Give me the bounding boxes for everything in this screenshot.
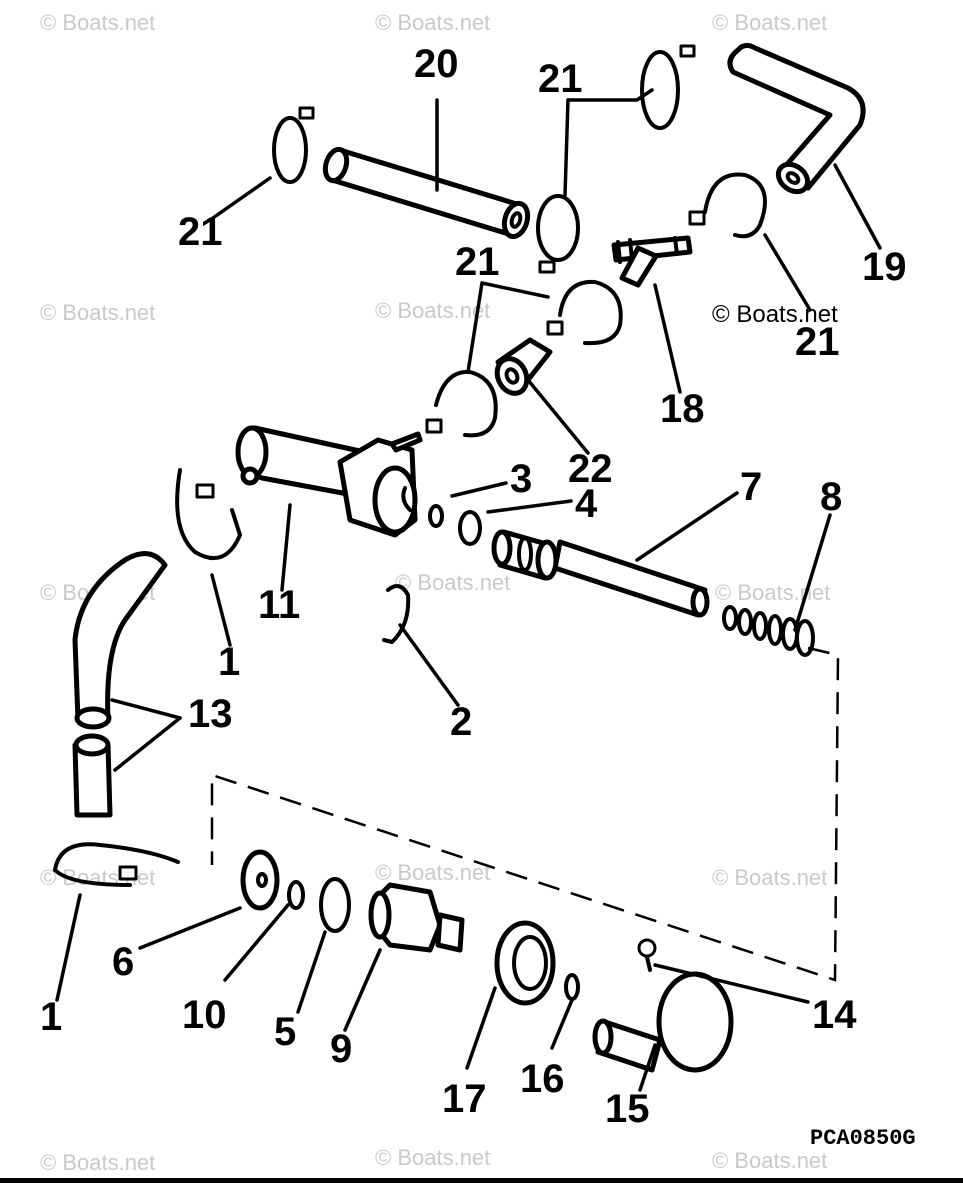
bottom-rule	[0, 1178, 963, 1183]
callout-1: 1	[40, 995, 62, 1039]
callout-13: 13	[188, 692, 233, 736]
callout-2: 2	[450, 700, 472, 744]
callout-4: 4	[575, 482, 598, 526]
assembly-dashed-line	[210, 646, 840, 982]
part-2-retaining-ring	[382, 584, 411, 644]
callout-8: 8	[820, 475, 842, 519]
watermark: © Boats.net	[40, 300, 155, 325]
callout-19: 19	[862, 245, 907, 289]
watermark: © Boats.net	[40, 865, 155, 890]
callout-22: 22	[568, 447, 613, 491]
part-1-clamp	[53, 842, 180, 887]
part-9-fitting	[368, 882, 465, 953]
part-17-retainer	[494, 920, 556, 1006]
watermark: © Boats.net	[712, 10, 827, 35]
part-7-plunger	[491, 529, 710, 618]
part-21-clamp	[640, 44, 696, 130]
callout-1: 1	[218, 640, 240, 684]
leader-lines	[55, 88, 882, 1092]
callout-10: 10	[182, 993, 227, 1037]
callout-16: 16	[520, 1057, 565, 1101]
watermark: © Boats.net	[712, 865, 827, 890]
part-15-primer-knob	[592, 971, 734, 1073]
watermark: © Boats.net	[40, 1150, 155, 1175]
part-3-o-ring	[428, 504, 444, 528]
part-11-body	[235, 425, 423, 538]
part-21-clamp	[688, 172, 767, 239]
part-21-clamp	[425, 369, 498, 438]
callout-6: 6	[112, 940, 134, 984]
callout-11: 11	[258, 583, 300, 627]
part-8-spring	[722, 605, 815, 657]
callout-17: 17	[442, 1077, 487, 1121]
part-19-elbow-hose	[727, 42, 866, 195]
part-21-clamp	[272, 106, 315, 184]
part-16-o-ring	[564, 973, 580, 1001]
callout-21: 21	[538, 57, 583, 101]
callout-21: 21	[178, 210, 223, 254]
callout-7: 7	[740, 465, 762, 509]
watermark: © Boats.net	[375, 10, 490, 35]
part-1-clamp	[175, 468, 242, 561]
part-21-clamp	[546, 279, 623, 346]
watermark: © Boats.net	[40, 10, 155, 35]
callout-21: 21	[795, 320, 840, 364]
part-6-washer	[240, 849, 280, 911]
part-22-coupler	[494, 337, 553, 396]
callout-9: 9	[330, 1027, 352, 1071]
part-5-o-ring	[319, 877, 351, 933]
callout-18: 18	[660, 387, 705, 431]
watermark-dark: © Boats.net	[712, 301, 838, 328]
callout-20: 20	[414, 42, 459, 86]
part-21-clamp	[536, 194, 580, 274]
part-4-o-ring	[458, 510, 482, 546]
callout-14: 14	[812, 993, 857, 1037]
part-18-tee-fitting	[611, 235, 693, 288]
part-14-screw	[637, 938, 657, 972]
watermark: © Boats.net	[715, 580, 830, 605]
part-13-hose	[72, 551, 168, 818]
watermark: © Boats.net	[375, 860, 490, 885]
part-code: PCA0850G	[810, 1126, 916, 1151]
callout-3: 3	[510, 457, 532, 501]
part-20-hose	[322, 146, 531, 240]
callouts: 20 21 21 21 21 19 18 22 3 4 7 8 11 1 13 …	[40, 42, 907, 1131]
watermark: © Boats.net	[712, 1148, 827, 1173]
watermark: © Boats.net	[375, 298, 490, 323]
callout-21: 21	[455, 240, 500, 284]
part-10-o-ring	[287, 880, 305, 910]
watermark: © Boats.net	[375, 1145, 490, 1170]
callout-15: 15	[605, 1087, 650, 1131]
watermarks: © Boats.net © Boats.net © Boats.net © Bo…	[40, 10, 838, 1175]
callout-5: 5	[274, 1010, 296, 1054]
watermark: © Boats.net	[395, 570, 510, 595]
